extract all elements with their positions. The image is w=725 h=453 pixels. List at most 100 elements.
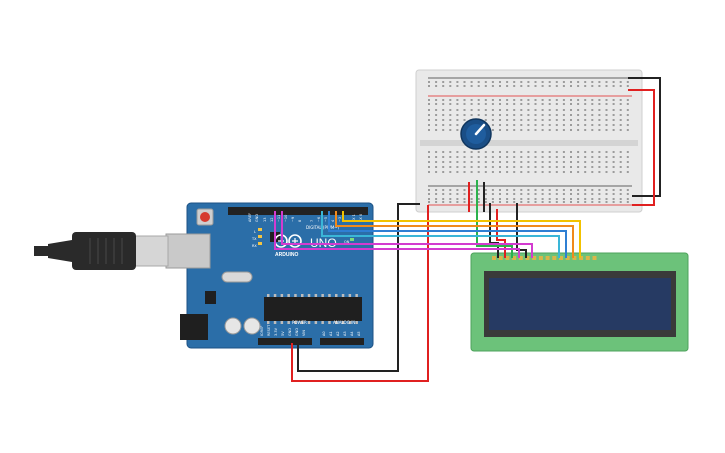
breadboard-hole <box>463 171 466 173</box>
breadboard-hole <box>491 151 494 153</box>
breadboard-hole <box>626 193 629 195</box>
chip-leg <box>273 321 277 324</box>
lcd-pin <box>492 256 496 260</box>
lcd-16x2[interactable] <box>470 252 689 352</box>
breadboard-hole <box>562 129 565 131</box>
breadboard-hole <box>463 85 466 87</box>
breadboard-hole <box>626 129 629 131</box>
breadboard-hole <box>442 193 445 195</box>
breadboard-hole <box>506 81 509 83</box>
breadboard-hole <box>449 85 452 87</box>
breadboard-hole <box>584 189 587 191</box>
breadboard-hole <box>442 103 445 105</box>
breadboard-hole <box>499 201 501 203</box>
breadboard-hole <box>605 114 608 116</box>
breadboard-hole <box>591 151 594 153</box>
breadboard-hole <box>605 99 608 101</box>
breadboard-hole <box>541 171 544 173</box>
breadboard-hole <box>477 81 480 83</box>
breadboard-hole <box>456 193 459 195</box>
breadboard-hole <box>520 198 523 200</box>
breadboard-hole <box>520 119 523 121</box>
wires <box>274 77 661 382</box>
breadboard-hole <box>619 114 622 116</box>
breadboard-hole <box>548 109 551 111</box>
breadboard-hole <box>428 166 430 168</box>
breadboard-hole <box>506 201 509 203</box>
pin-label-d6: ~6 <box>317 217 321 222</box>
breadboard-hole <box>520 161 523 163</box>
breadboard-hole <box>548 198 551 200</box>
breadboard-hole <box>619 189 622 191</box>
wire-d11-to-lcd-en[interactable] <box>281 211 533 258</box>
breadboard-hole <box>541 124 544 126</box>
breadboard-hole <box>626 109 629 111</box>
wire-rail-vcc-jumper[interactable] <box>628 89 655 206</box>
breadboard-hole <box>541 189 544 191</box>
breadboard-hole <box>449 151 452 153</box>
breadboard-hole <box>513 129 516 131</box>
wire-d4-to-lcd-d5[interactable] <box>328 211 567 258</box>
breadboard-hole <box>527 151 530 153</box>
breadboard-hole <box>584 151 587 153</box>
chip-leg <box>314 294 318 297</box>
breadboard-hole <box>463 189 466 191</box>
breadboard-hole <box>619 156 622 158</box>
wire-gnd-to-rail[interactable] <box>297 203 420 372</box>
breadboard-hole <box>562 166 565 168</box>
digital-header <box>228 207 368 215</box>
breadboard-hole <box>534 198 537 200</box>
breadboard-hole <box>555 109 558 111</box>
breadboard-hole <box>562 99 565 101</box>
wire-d12-to-lcd-rs[interactable] <box>274 211 520 258</box>
wire-d3-to-lcd-d6[interactable] <box>335 211 574 258</box>
breadboard-hole <box>570 85 572 87</box>
breadboard-hole <box>626 166 629 168</box>
breadboard-hole <box>484 103 487 105</box>
chip-leg <box>294 321 297 324</box>
breadboard-hole <box>534 161 537 163</box>
breadboard-hole <box>513 151 516 153</box>
breadboard-hole <box>577 171 580 173</box>
breadboard-hole <box>591 103 594 105</box>
breadboard-hole <box>506 161 509 163</box>
lcd-pin <box>505 256 510 260</box>
breadboard-hole <box>520 193 523 195</box>
lcd-pin <box>518 256 523 260</box>
pin-label-d4: 4 <box>331 219 335 222</box>
breadboard-hole <box>499 193 501 195</box>
breadboard-hole <box>541 129 544 131</box>
rx-led-label: RX <box>252 244 257 248</box>
breadboard-hole <box>435 81 438 83</box>
wire-lcd-v0[interactable] <box>476 209 513 258</box>
breadboard-hole <box>463 156 466 158</box>
breadboard-hole <box>534 109 537 111</box>
breadboard-hole <box>598 151 601 153</box>
arduino-uno[interactable]: UNO ARDUINO DIGITAL (PWM~) POWER ANALOG … <box>165 202 374 349</box>
wire-d2-to-lcd-d7[interactable] <box>342 211 581 258</box>
breadboard-hole <box>477 156 480 158</box>
breadboard-hole <box>499 198 501 200</box>
breadboard-hole <box>598 193 601 195</box>
breadboard-hole <box>577 129 580 131</box>
wire-rail-gnd-jumper[interactable] <box>628 77 661 197</box>
pin-label-a1: A1 <box>329 331 333 336</box>
breadboard-hole <box>477 201 480 203</box>
potentiometer[interactable] <box>460 118 492 150</box>
breadboard-hole <box>541 151 544 153</box>
usb-cable[interactable] <box>34 232 169 270</box>
breadboard-hole <box>548 114 551 116</box>
breadboard-hole <box>513 109 516 111</box>
breadboard-hole <box>534 99 537 101</box>
breadboard[interactable] <box>415 69 643 213</box>
wire-d5-to-lcd-d4[interactable] <box>321 211 560 258</box>
breadboard-hole <box>548 119 551 121</box>
breadboard-hole <box>491 85 494 87</box>
breadboard-hole <box>477 109 480 111</box>
breadboard-hole <box>626 99 629 101</box>
breadboard-hole <box>577 198 580 200</box>
reset-button[interactable] <box>200 212 210 222</box>
wire-5v-to-rail[interactable] <box>291 205 429 382</box>
breadboard-hole <box>484 166 487 168</box>
